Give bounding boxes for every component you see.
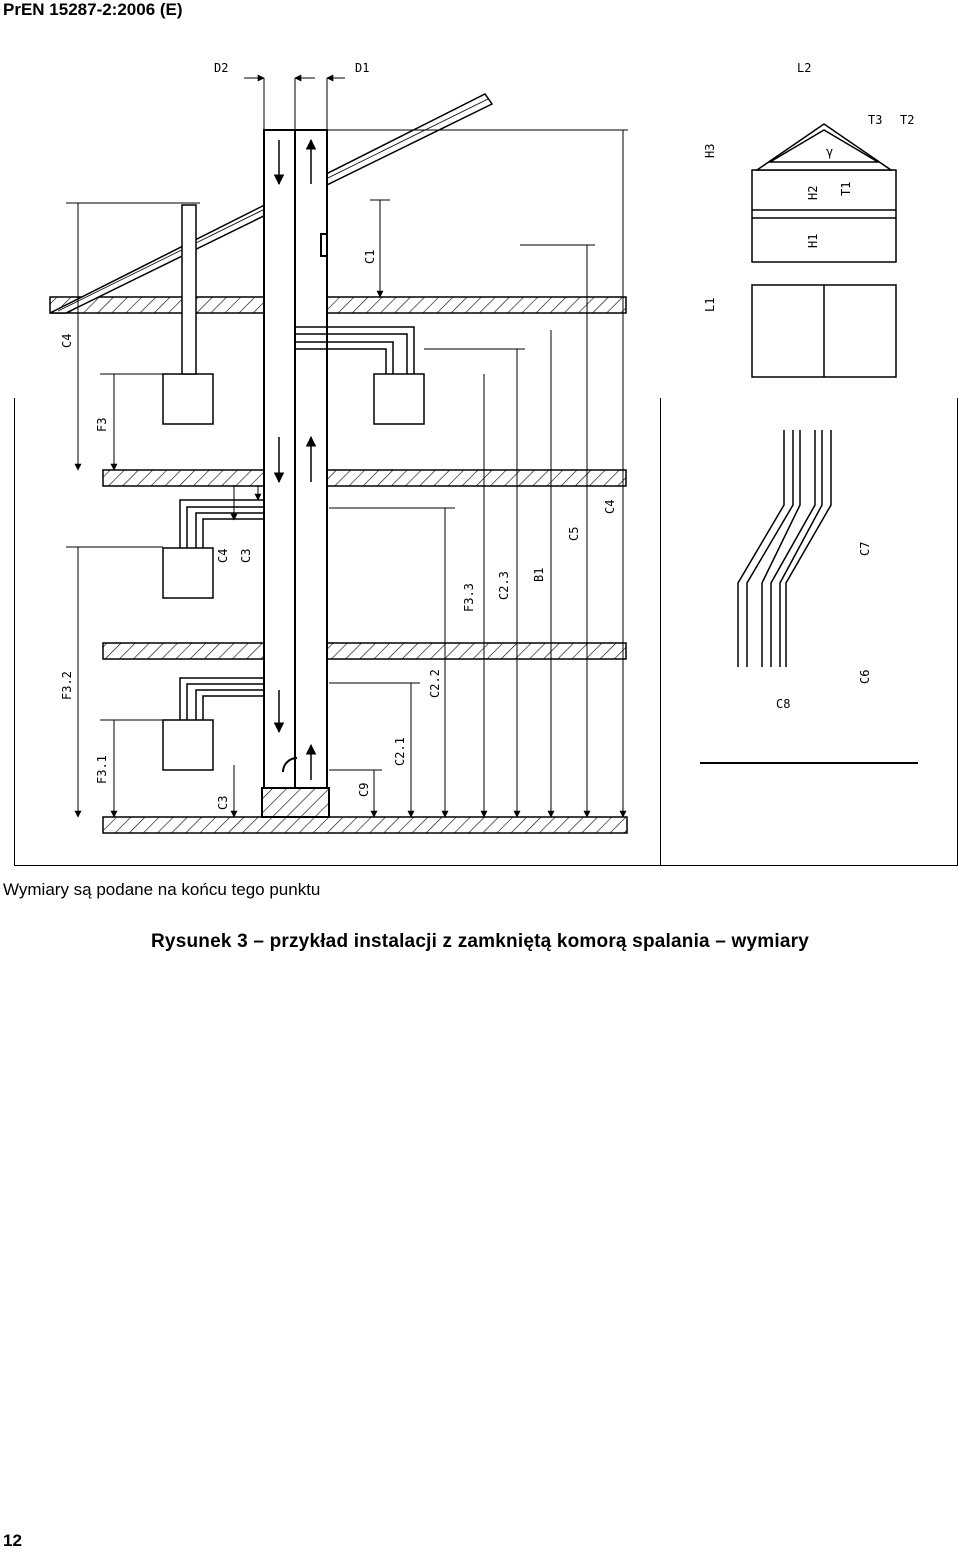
label-gamma: γ xyxy=(826,145,833,159)
label-c3-mid: C3 xyxy=(239,549,253,563)
terminal-detail xyxy=(751,123,897,378)
label-f3-2: F3.2 xyxy=(60,671,74,700)
label-d2: D2 xyxy=(214,61,228,75)
label-c7: C7 xyxy=(858,542,872,556)
label-c4-left: C4 xyxy=(60,334,74,348)
label-c2-2: C2.2 xyxy=(428,669,442,698)
label-f3: F3 xyxy=(95,418,109,432)
figure-frame-bottom xyxy=(14,865,958,866)
boiler-mid xyxy=(162,547,214,599)
label-c1: C1 xyxy=(363,250,377,264)
page-number: 12 xyxy=(3,1531,22,1550)
chimney-stack xyxy=(261,129,330,818)
floor-slab-2 xyxy=(102,642,265,660)
labels: D2 D1 L2 H3 T3 T2 γ H2 T1 H1 L1 C1 C4 F3… xyxy=(60,61,914,810)
floor-slab-1 xyxy=(102,816,628,834)
connecting-ducts xyxy=(179,326,415,720)
label-c5: C5 xyxy=(567,527,581,541)
chimney-base xyxy=(261,787,330,818)
label-c6: C6 xyxy=(858,670,872,684)
dimension-lines xyxy=(66,74,628,818)
dimensions-note: Wymiary są podane na końcu tego punktu xyxy=(3,880,321,899)
document-header: PrEN 15287-2:2006 (E) xyxy=(3,0,183,19)
label-c3-bottom: C3 xyxy=(216,796,230,810)
label-t2: T2 xyxy=(900,113,914,127)
boiler-bottom xyxy=(162,719,214,771)
figure-frame-right xyxy=(957,398,958,865)
label-b1: B1 xyxy=(532,568,546,582)
floor-slabs xyxy=(49,296,628,834)
figure-frame-divider xyxy=(660,398,661,865)
label-t3: T3 xyxy=(868,113,882,127)
label-c8: C8 xyxy=(776,697,790,711)
technical-drawing: D2 D1 L2 H3 T3 T2 γ H2 T1 H1 L1 C1 C4 F3… xyxy=(49,61,918,834)
label-l1: L1 xyxy=(703,298,717,312)
label-c2-1: C2.1 xyxy=(393,737,407,766)
boiler-top-right xyxy=(373,373,425,425)
boiler-attic xyxy=(162,373,214,425)
label-c9: C9 xyxy=(357,783,371,797)
label-h3: H3 xyxy=(703,144,717,158)
label-l2: L2 xyxy=(797,61,811,75)
figure-frame-left xyxy=(14,398,15,865)
label-c2-3: C2.3 xyxy=(497,571,511,600)
offset-flue-detail xyxy=(700,430,918,764)
label-d1: D1 xyxy=(355,61,369,75)
label-h1: H1 xyxy=(806,234,820,248)
floor-slab-3 xyxy=(102,469,265,487)
label-c4-mid: C4 xyxy=(216,549,230,563)
label-f3-3: F3.3 xyxy=(462,583,476,612)
flow-arrows xyxy=(273,138,317,780)
label-h2: H2 xyxy=(806,186,820,200)
label-t1: T1 xyxy=(839,182,853,196)
label-f3-1: F3.1 xyxy=(95,755,109,784)
figure-caption: Rysunek 3 – przykład instalacji z zamkni… xyxy=(151,931,809,952)
boilers xyxy=(162,204,425,771)
label-c4-right: C4 xyxy=(603,500,617,514)
